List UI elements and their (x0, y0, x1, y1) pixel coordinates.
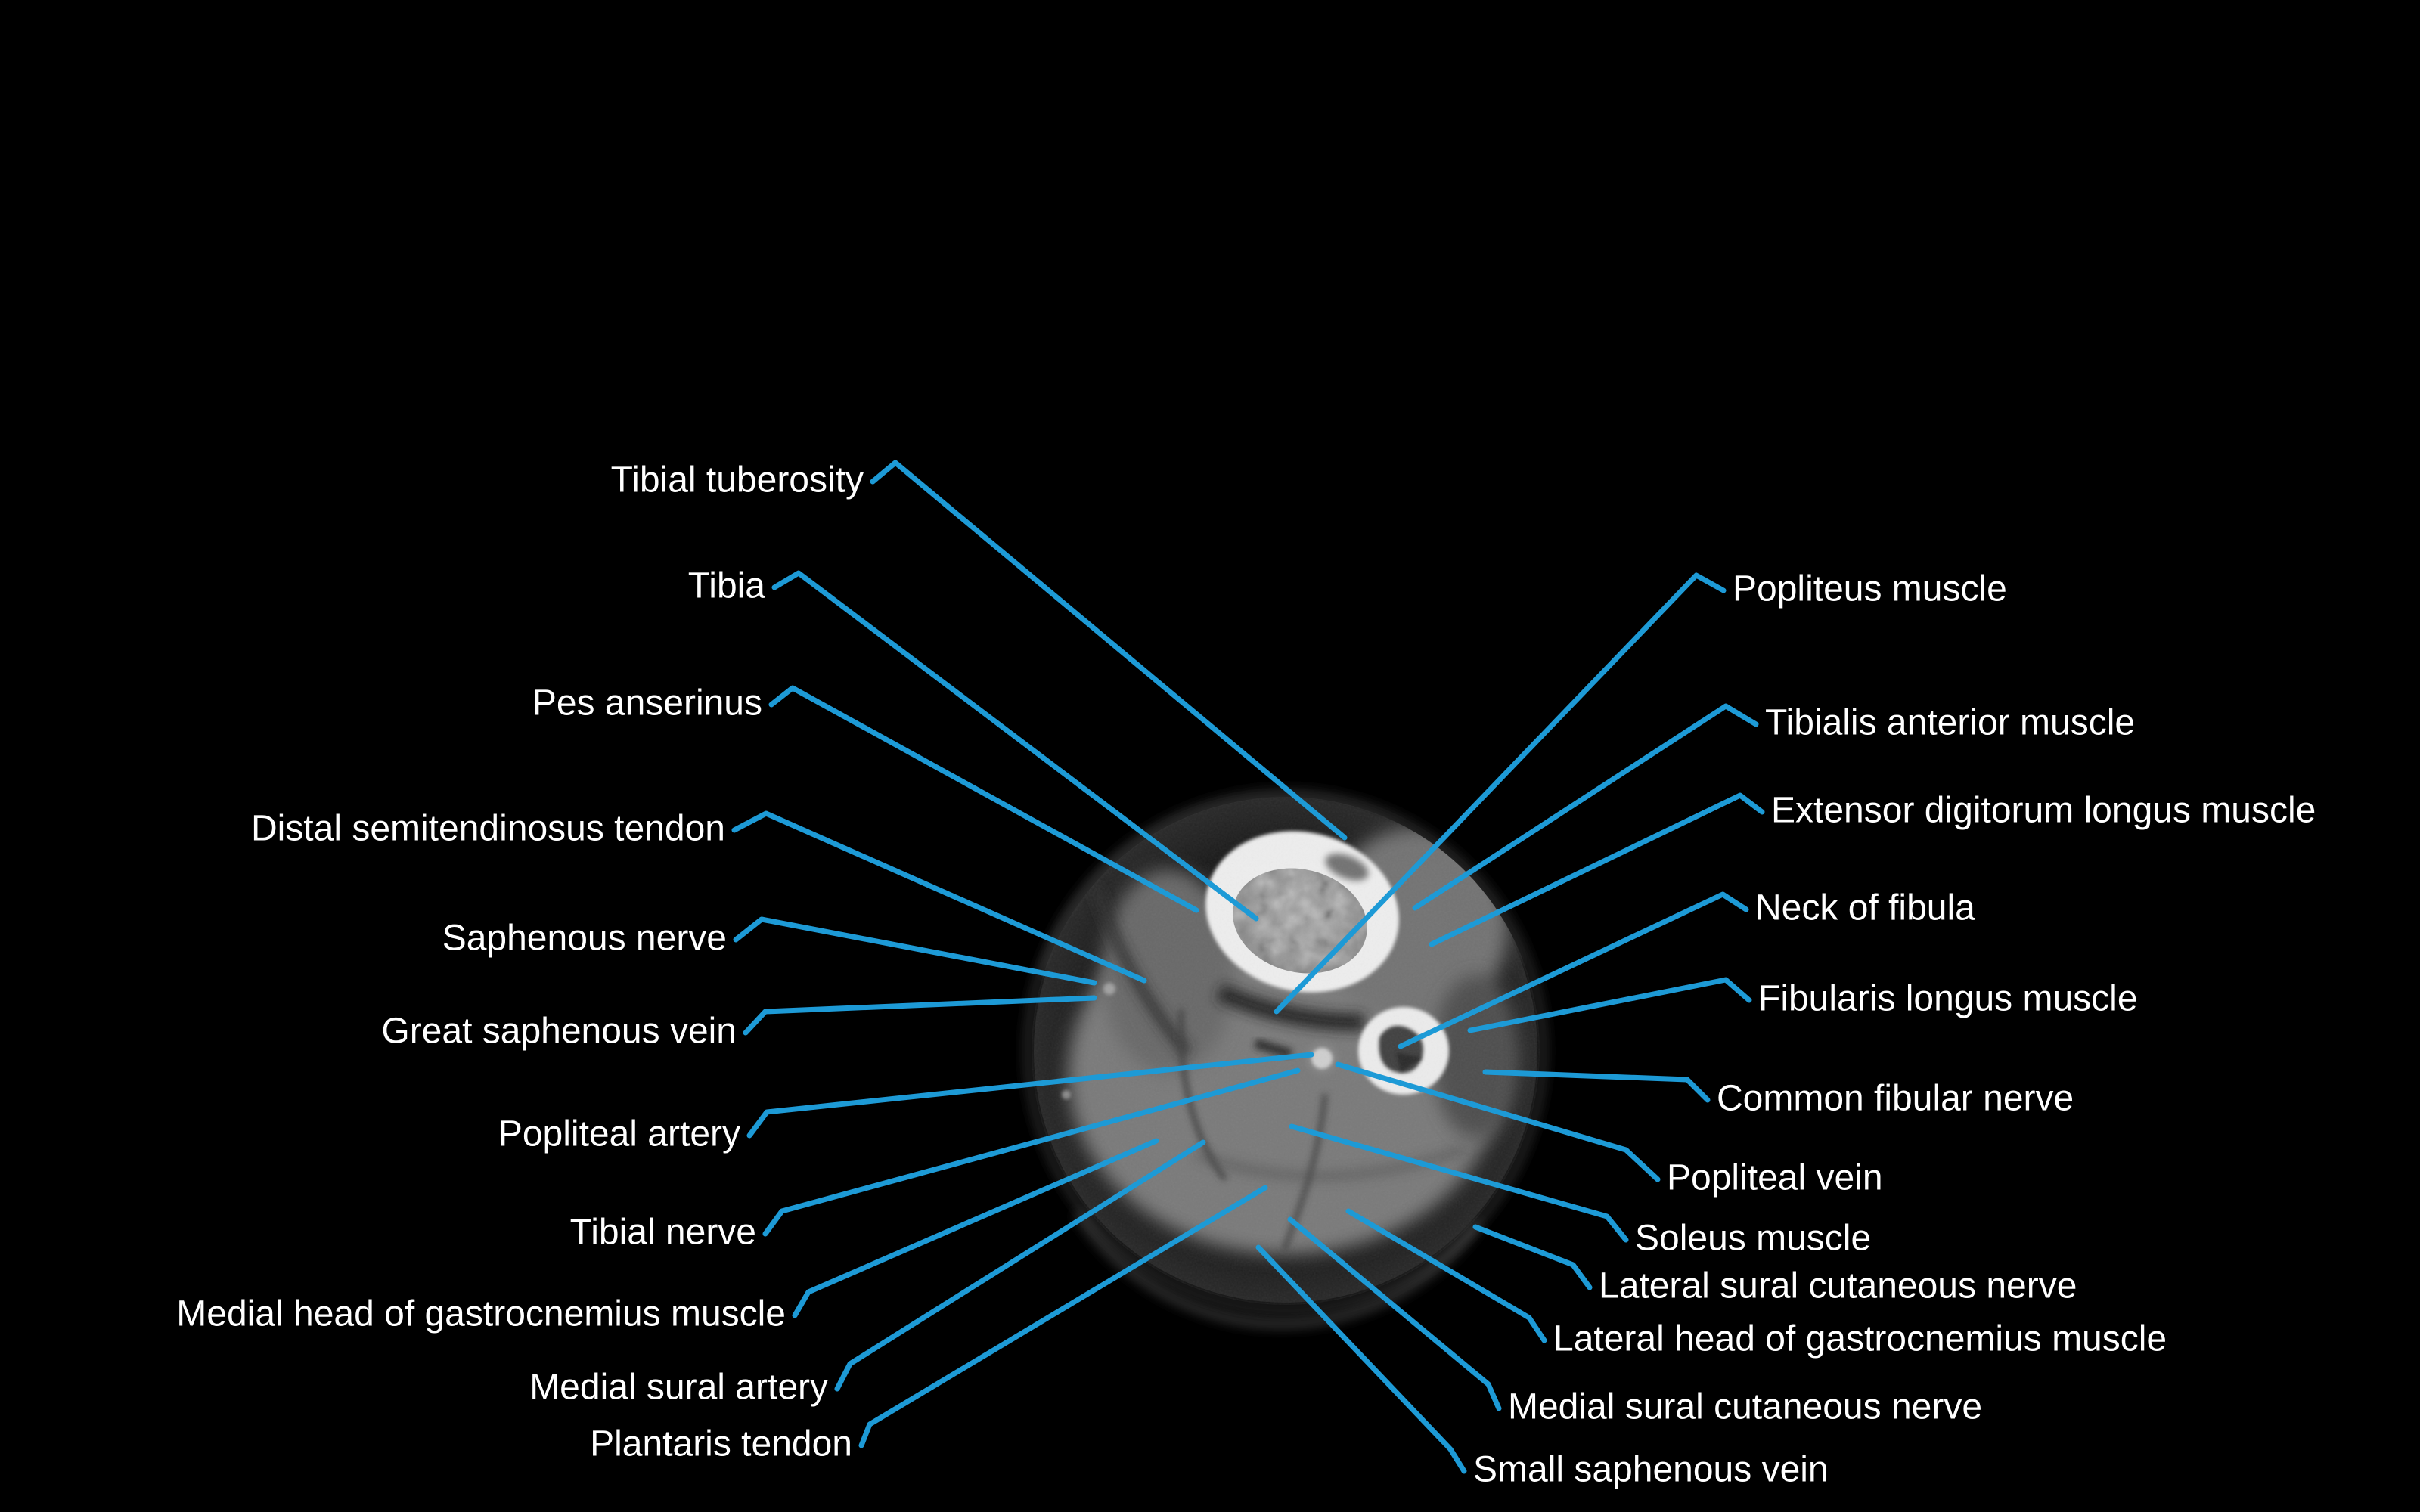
label-lateral-head-of-gastrocnemius-muscle: Lateral head of gastrocnemius muscle (1553, 1319, 2167, 1359)
leader-soleus-muscle (1289, 1123, 1629, 1243)
leader-pes-anserinus (768, 685, 1199, 913)
label-popliteal-vein: Popliteal vein (1667, 1158, 1883, 1198)
leader-popliteus-muscle (1274, 572, 1727, 1015)
leader-small-saphenous-vein (1255, 1244, 1467, 1474)
label-great-saphenous-vein: Great saphenous vein (381, 1012, 737, 1052)
label-common-fibular-nerve: Common fibular nerve (1717, 1079, 2074, 1119)
leader-neck-of-fibula (1398, 891, 1749, 1049)
label-medial-sural-artery: Medial sural artery (529, 1368, 828, 1408)
leader-popliteal-artery (746, 1052, 1314, 1139)
leader-saphenous-nerve (733, 916, 1097, 986)
leader-great-saphenous-vein (743, 995, 1097, 1036)
label-small-saphenous-vein: Small saphenous vein (1473, 1450, 1829, 1490)
label-fibularis-longus-muscle: Fibularis longus muscle (1758, 979, 2138, 1019)
label-neck-of-fibula: Neck of fibula (1755, 888, 1975, 928)
leader-tibial-tuberosity (870, 460, 1348, 841)
leader-tibialis-anterior-muscle (1412, 703, 1759, 911)
label-medial-head-of-gastrocnemius-muscle: Medial head of gastrocnemius muscle (176, 1294, 786, 1334)
skin-outline-bottom (1075, 1212, 1481, 1327)
label-distal-semitendinosus-tendon: Distal semitendinosus tendon (251, 809, 725, 849)
leader-medial-head-of-gastrocnemius-muscle (792, 1138, 1159, 1318)
ct-scan-image (1025, 791, 1546, 1327)
leader-tibial-nerve (762, 1067, 1301, 1237)
leader-plantaris-tendon (858, 1185, 1268, 1448)
label-tibial-tuberosity: Tibial tuberosity (611, 460, 864, 500)
label-saphenous-nerve: Saphenous nerve (442, 919, 727, 959)
leader-tibia (771, 570, 1259, 922)
leader-extensor-digitorum-longus-muscle (1429, 792, 1765, 947)
label-lateral-sural-cutaneous-nerve: Lateral sural cutaneous nerve (1599, 1266, 2077, 1306)
label-popliteus-muscle: Popliteus muscle (1733, 569, 2007, 609)
label-soleus-muscle: Soleus muscle (1635, 1219, 1871, 1259)
label-tibia: Tibia (688, 566, 766, 606)
label-tibialis-anterior-muscle: Tibialis anterior muscle (1765, 703, 2135, 743)
label-pes-anserinus: Pes anserinus (532, 683, 762, 723)
label-medial-sural-cutaneous-nerve: Medial sural cutaneous nerve (1508, 1387, 1982, 1427)
leader-lateral-sural-cutaneous-nerve (1472, 1224, 1593, 1290)
label-plantaris-tendon: Plantaris tendon (590, 1424, 852, 1464)
leader-fibularis-longus-muscle (1467, 977, 1752, 1033)
skin-outline (1025, 791, 1546, 1311)
label-tibial-nerve: Tibial nerve (570, 1213, 756, 1253)
leader-medial-sural-cutaneous-nerve (1287, 1216, 1502, 1411)
leader-popliteal-vein (1335, 1061, 1661, 1182)
label-extensor-digitorum-longus-muscle: Extensor digitorum longus muscle (1771, 791, 2316, 831)
leader-medial-sural-artery (834, 1139, 1206, 1392)
leader-lateral-head-of-gastrocnemius-muscle (1345, 1208, 1547, 1343)
leader-distal-semitendinosus-tendon (731, 810, 1147, 984)
leader-common-fibular-nerve (1482, 1069, 1711, 1103)
label-popliteal-artery: Popliteal artery (498, 1114, 740, 1154)
